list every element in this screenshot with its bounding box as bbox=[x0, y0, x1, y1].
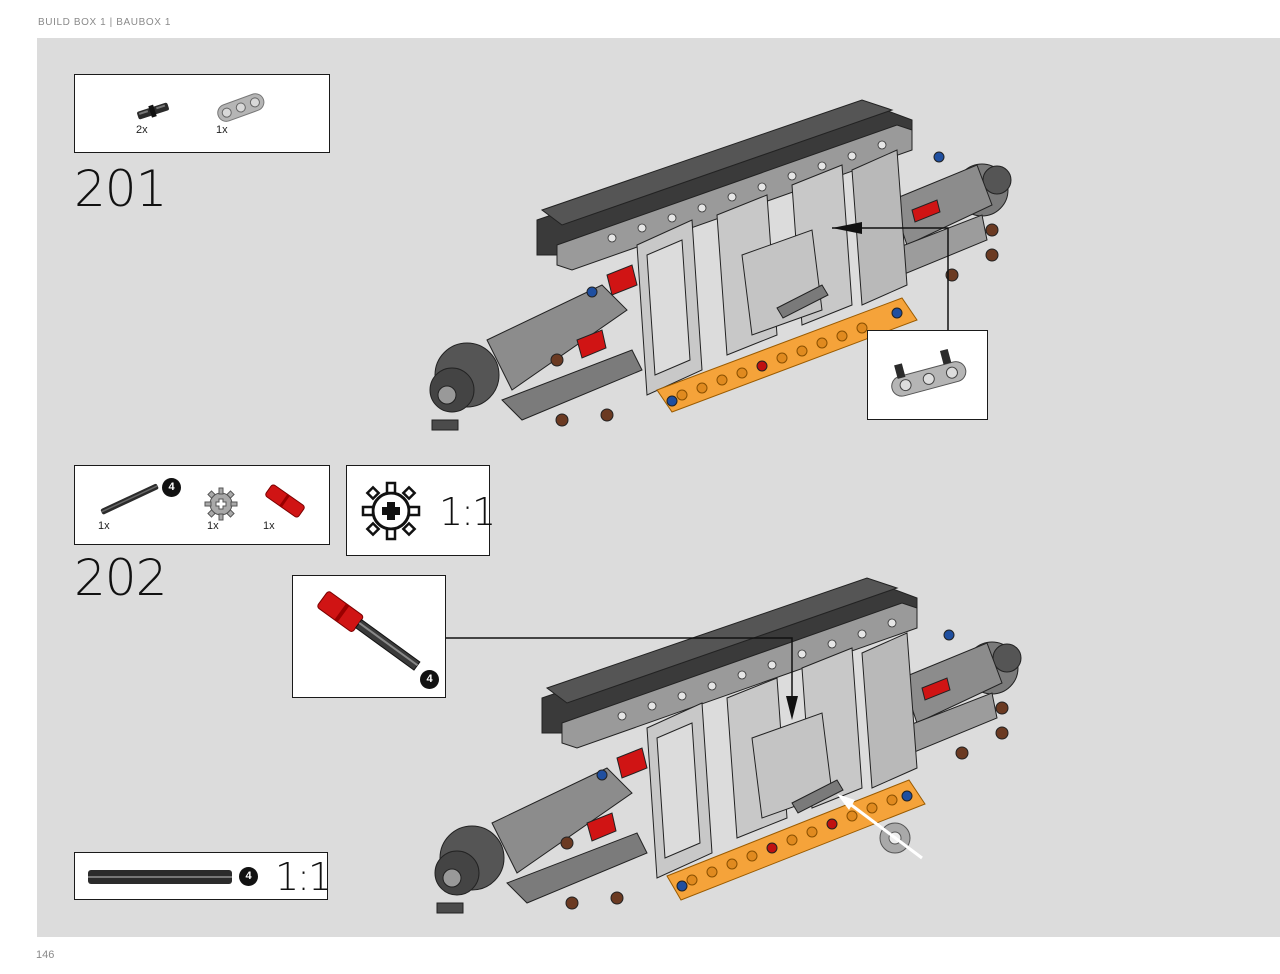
page-number: 146 bbox=[36, 949, 55, 961]
step-201-parts-list: 2x 1x bbox=[74, 74, 330, 153]
beam-with-pins-subassembly-icon bbox=[891, 348, 967, 397]
scale-ratio: 1:1 bbox=[275, 855, 332, 899]
part-quantity: 2x bbox=[136, 124, 148, 136]
axle-actual-size-icon bbox=[88, 870, 232, 884]
part-quantity: 1x bbox=[263, 520, 275, 532]
gray-12-tooth-gear-icon bbox=[204, 487, 238, 521]
black-axle-icon bbox=[100, 483, 159, 515]
gray-3l-beam-icon bbox=[217, 93, 265, 122]
step-number: 202 bbox=[74, 549, 167, 607]
step-202-chassis-model bbox=[434, 577, 1022, 914]
part-quantity: 1x bbox=[207, 520, 219, 532]
step-201-callout-box bbox=[867, 330, 988, 420]
page-header: BUILD BOX 1 | BAUBOX 1 bbox=[38, 17, 172, 28]
step-201-chassis-model bbox=[429, 99, 1012, 431]
quantity-badge: 4 bbox=[239, 867, 258, 886]
quantity-badge: 4 bbox=[420, 670, 439, 689]
scale-ratio: 1:1 bbox=[439, 490, 496, 534]
part-quantity: 1x bbox=[216, 124, 228, 136]
instruction-stage: 2x 1x 201 bbox=[37, 38, 1280, 937]
axle-scale-box: 4 1:1 bbox=[74, 852, 332, 900]
step-202-parts-list: 4 1x 1x 1x bbox=[74, 465, 330, 545]
gear-scale-box: 1:1 bbox=[346, 465, 496, 556]
quantity-badge: 4 bbox=[162, 478, 181, 497]
red-axle-connector-icon bbox=[265, 484, 305, 518]
black-friction-pin-icon bbox=[137, 102, 169, 120]
step-202-callout-box: 4 bbox=[292, 575, 446, 698]
part-quantity: 1x bbox=[98, 520, 110, 532]
gear-actual-size-icon bbox=[361, 481, 421, 541]
red-connector-on-axle-icon bbox=[317, 591, 421, 671]
step-number: 201 bbox=[74, 160, 167, 218]
